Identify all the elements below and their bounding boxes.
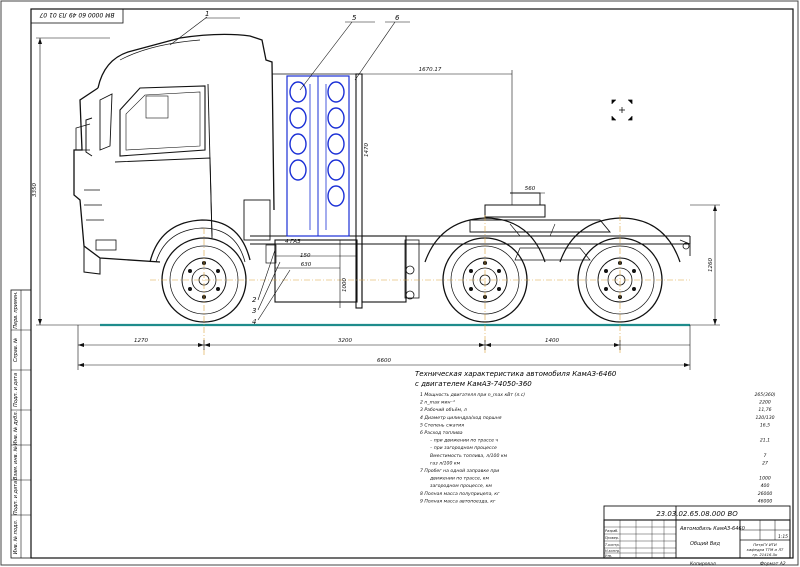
spec-row-label: – при движении по трассе ч — [430, 439, 498, 444]
strip-label: Подп. и дата — [13, 481, 19, 515]
spec-title-2: с двигателем КамАЗ-74050-360 — [415, 380, 532, 388]
dim-mount-a: 4 ГАЗ — [285, 239, 301, 245]
doc-name-1: Автомобиль КамАЗ-6460 — [679, 526, 745, 532]
front-fender — [149, 219, 251, 263]
spec-row-label: 4 Диаметр цилиндра/ход поршня — [420, 415, 502, 421]
spec-row-value: 21,1 — [760, 438, 770, 444]
spec-table: Техническая характеристика автомобиля Ка… — [415, 370, 776, 504]
dimension-arrows — [38, 38, 717, 367]
spec-row-value: 27 — [762, 460, 768, 466]
org-line-1: ПетрГУ ИТИ — [753, 542, 777, 547]
spec-row-label: 8 Полная масса полуприцепа, кг — [420, 491, 500, 497]
spec-row-label: газ л/100 км — [430, 460, 461, 466]
dim-tank-width: 630 — [301, 262, 312, 268]
doc-scale: 1:15 — [778, 534, 788, 540]
strip-label: Подп. и дата — [13, 373, 19, 407]
inner-frame — [30, 8, 794, 559]
spec-row-value: 26000 — [758, 491, 773, 497]
code-box — [30, 8, 124, 24]
part-label-4: 4 — [252, 318, 256, 326]
spec-row-label: Вместимость топлива, л/100 км — [430, 453, 508, 459]
format-label: Формат A2 — [760, 561, 786, 567]
spec-row-label: загородном процессе, км — [430, 484, 492, 489]
spec-row-value: 2200 — [759, 400, 771, 406]
part-label-6: 6 — [395, 14, 400, 22]
stamp-row: Н.контр. — [605, 549, 620, 553]
spec-row-value: 16,5 — [760, 422, 770, 428]
spec-row-value: 7 — [764, 453, 767, 459]
crosshair-mark — [611, 99, 633, 121]
part-label-5: 5 — [352, 14, 357, 22]
spec-row-label: 5 Степень сжатия — [420, 422, 464, 428]
doc-name-2: Общий Вид — [690, 541, 720, 547]
cab-front — [73, 87, 161, 263]
dim-wheelbase-rear: 1400 — [545, 338, 559, 344]
dim-fifth-wheel-offset: 560 — [525, 186, 536, 192]
spec-row-label: 2 n_max мин⁻¹ — [420, 400, 455, 406]
dim-tank-height: 1000 — [342, 278, 348, 292]
cab-window — [119, 85, 206, 157]
spec-row-label: движении по трассе, км — [429, 477, 490, 482]
spec-row-label: 9 Полная масса автопоезда, кг — [420, 498, 496, 504]
spec-title-1: Техническая характеристика автомобиля Ка… — [415, 370, 617, 378]
axle-centerlines — [150, 215, 690, 355]
stamp-row: Утв. — [605, 554, 612, 558]
strip-label: Инв. № подл. — [13, 520, 19, 555]
dimension-lines — [36, 16, 720, 370]
org-line-3: гр. 21416-5к — [753, 552, 779, 557]
dim-front-overhang: 1270 — [134, 338, 148, 344]
spec-row-label: 1 Мощность двигателя при n_max кВт (л.с) — [420, 392, 525, 398]
part-label-1: 1 — [205, 10, 209, 18]
spec-row-value: 11,76 — [758, 407, 771, 413]
spec-row-value: 400 — [761, 483, 770, 489]
drawing-code: ВМ 0000 60 49 ЛЗ 01 07 — [39, 11, 114, 18]
spec-row-label: 6 Расход топлива — [420, 430, 463, 436]
stamp-row: Т.контр. — [605, 543, 620, 547]
strip-label: Справ. № — [13, 338, 19, 362]
battery-box — [361, 235, 407, 303]
stamp-row: Разраб. — [605, 529, 618, 533]
copied-label: Копировал — [690, 561, 716, 567]
left-strip: Перв. примен. Справ. № Подп. и дата Инв.… — [10, 289, 32, 559]
spec-row-label: 7 Пробег на одной заправке при — [420, 468, 499, 474]
strip-label: Взам. инв. № — [13, 446, 19, 480]
dim-wheelbase-front: 3200 — [338, 338, 352, 344]
spec-row-value: 1000 — [759, 476, 771, 482]
cab-roof — [97, 33, 275, 211]
part-label-3: 3 — [252, 307, 256, 315]
strip-label: Инв. № дубл. — [13, 411, 19, 445]
org-line-2: кафедра ТТМ и ЛТ — [747, 547, 784, 552]
stamp-row: Провер. — [605, 536, 619, 540]
truck-side-view — [73, 33, 691, 323]
strip-label: Перв. примен. — [13, 291, 19, 329]
title-block — [603, 505, 791, 559]
dim-mount-b: 150 — [300, 253, 311, 259]
doc-number: 23.03.02.65.08.000 ВО — [656, 510, 738, 518]
dim-cab-to-fifth-wheel: 1670.17 — [419, 67, 442, 73]
spec-row-value: 46000 — [758, 498, 773, 504]
spec-row-value: 120/130 — [755, 415, 774, 421]
spec-row-label: 3 Рабочий объём, л — [420, 407, 467, 413]
dim-overall-length: 6600 — [377, 358, 391, 364]
dim-overall-height: 3350 — [32, 183, 38, 197]
dim-top-to-fifth-wheel: 1470 — [364, 143, 370, 157]
spec-row-label: – при загородном процессе — [430, 446, 497, 451]
dim-fifth-wheel-height: 1260 — [708, 258, 714, 272]
part-label-2: 2 — [252, 296, 257, 304]
fuel-tank — [274, 239, 358, 303]
spec-row-value: 265(360) — [754, 392, 775, 398]
bottom-ticks — [203, 340, 621, 350]
gas-cylinder-rack — [286, 75, 350, 237]
